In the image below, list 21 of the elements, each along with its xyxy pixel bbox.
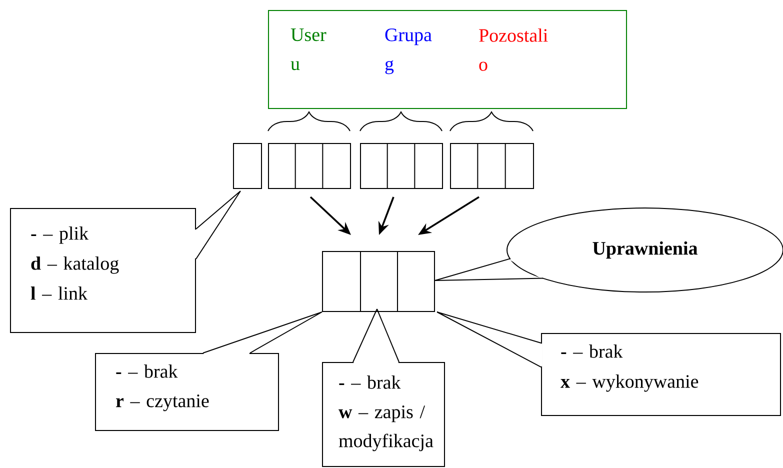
speech-bubble: Uprawnienia <box>506 208 783 292</box>
callout-pointer <box>352 308 400 364</box>
callout-pointer <box>436 312 542 368</box>
cell <box>233 143 262 189</box>
cell-group <box>360 142 443 189</box>
label: Pozostali o <box>479 28 548 71</box>
cell-group <box>450 142 534 189</box>
callout-box: - – brak x – wykonywanie <box>541 333 782 416</box>
label: User u <box>290 28 326 70</box>
label: Grupa g <box>385 28 432 74</box>
callout-pointer <box>434 258 544 281</box>
cell <box>322 251 361 312</box>
callout-pointer <box>202 312 322 354</box>
legend-box <box>268 10 627 109</box>
callout-box: - – brak w – zapis / modyfikacja <box>322 362 445 467</box>
callout-box: - – brak r – czytanie <box>95 353 279 431</box>
callout-box: - – plik d – katalog l – link <box>10 208 196 333</box>
cell <box>360 251 398 312</box>
cell-group <box>268 142 351 189</box>
cell <box>397 251 435 312</box>
callout-pointer <box>194 190 241 260</box>
